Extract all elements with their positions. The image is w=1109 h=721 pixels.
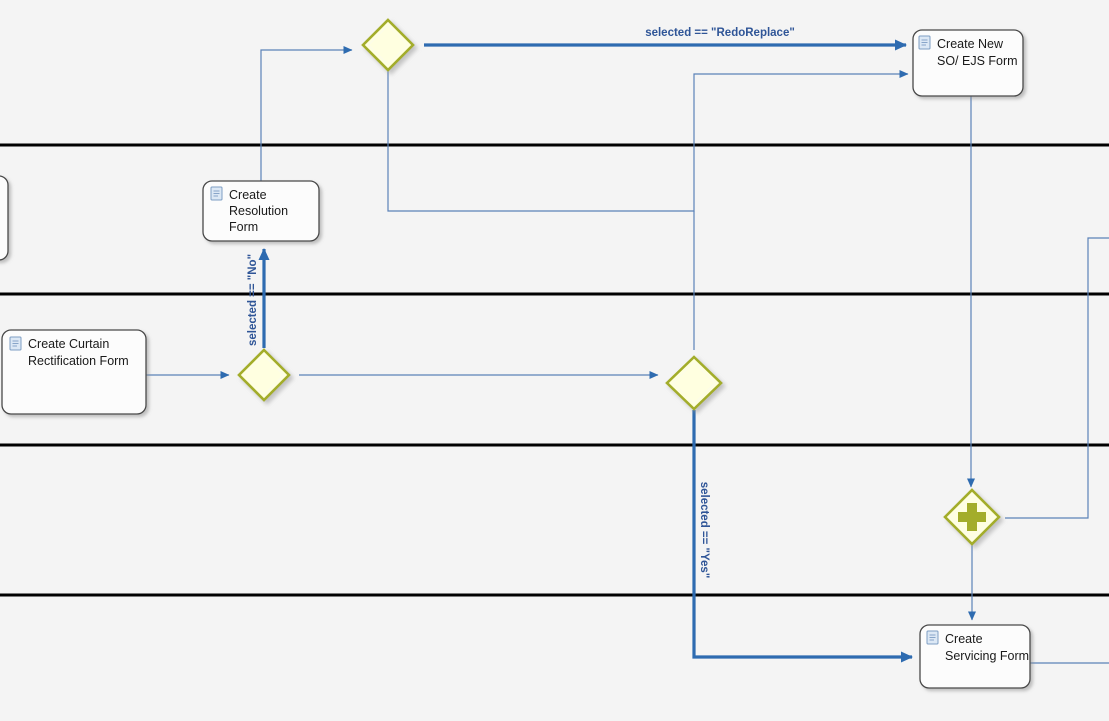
gateway-diamond[interactable] xyxy=(665,355,723,411)
document-icon xyxy=(210,186,223,201)
task-body[interactable] xyxy=(202,180,320,242)
task-create-resolution-form[interactable]: Create Resolution Form xyxy=(202,180,320,242)
flow-gateway-middle-to-servicing-yes[interactable] xyxy=(692,410,913,663)
gateway-diamond[interactable] xyxy=(237,348,291,402)
document-icon xyxy=(9,336,22,351)
task-label-line-2: SO/ EJS Form xyxy=(937,54,1018,68)
flow-labels: selected == "RedoReplace" selected == "N… xyxy=(247,27,795,578)
task-label-line-1: Create xyxy=(945,632,983,646)
gateway-middle-exclusive[interactable] xyxy=(665,355,723,411)
task-body[interactable] xyxy=(912,29,1024,97)
gateway-inner-highlight xyxy=(950,494,994,540)
sequence-flows-highlighted xyxy=(258,39,913,663)
task-partial-offscreen-left[interactable] xyxy=(0,175,9,261)
gateway-left-exclusive[interactable] xyxy=(237,348,291,402)
task-create-curtain-rectification-form[interactable]: Create Curtain Rectification Form xyxy=(1,329,147,415)
task-body[interactable] xyxy=(919,624,1031,689)
task-label-line-1: Create Curtain xyxy=(28,337,109,351)
gateway-top-exclusive[interactable] xyxy=(361,18,415,72)
task-label-line-2: Resolution xyxy=(229,204,288,218)
gateway-diamond[interactable] xyxy=(361,18,415,72)
task-create-servicing-form[interactable]: Create Servicing Form xyxy=(919,624,1031,689)
flow-label-redoreplace: selected == "RedoReplace" xyxy=(645,27,795,39)
plus-icon xyxy=(958,503,986,531)
lane-dividers xyxy=(0,143,1109,597)
flow-resolution-to-gateway-top[interactable] xyxy=(260,46,353,181)
gateway-parallel-join[interactable] xyxy=(943,488,1001,546)
task-label-line-1: Create xyxy=(229,188,267,202)
task-label-line-3: Form xyxy=(229,220,258,234)
task-partial-body[interactable] xyxy=(0,175,9,261)
task-create-new-so-ejs-form[interactable]: Create New SO/ EJS Form xyxy=(912,29,1024,97)
flow-right-edge-to-parallel[interactable] xyxy=(1005,237,1109,519)
task-label-line-2: Rectification Form xyxy=(28,354,129,368)
gateway-inner-highlight xyxy=(367,24,409,66)
task-label-line-2: Servicing Form xyxy=(945,649,1029,663)
flow-label-no: selected == "No" xyxy=(247,254,259,346)
gateway-inner-highlight xyxy=(243,354,285,396)
sequence-flows-thin xyxy=(146,46,1109,664)
flow-label-yes: selected == "Yes" xyxy=(698,482,710,579)
gateway-inner-highlight xyxy=(671,361,717,405)
task-body[interactable] xyxy=(1,329,147,415)
document-icon xyxy=(918,35,931,50)
document-icon xyxy=(926,630,939,645)
task-label-line-1: Create New xyxy=(937,37,1004,51)
